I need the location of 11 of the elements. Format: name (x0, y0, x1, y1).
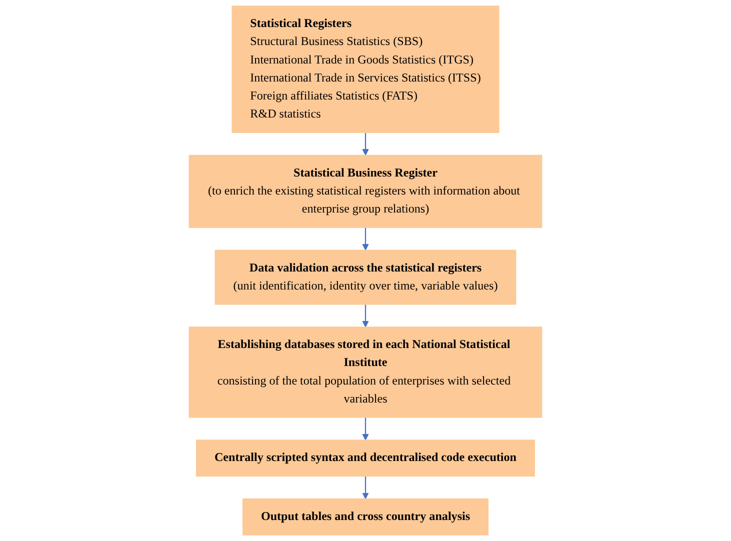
node-box: Statistical Business Register (to enrich the existing statistical registers with information about enterprise group relations) (188, 154, 542, 228)
arrow (362, 417, 369, 440)
arrow (362, 476, 369, 500)
node-box: Statistical Registers Structural Business Statistics (SBS) International Trade in Goods Statistics (ITGS) International Trade in Services Statistics (ITSS) Foreign affiliates Statistics (FATS) R&D statistics (232, 6, 500, 133)
arrow (362, 228, 369, 250)
node-box: Output tables and cross country analysis (242, 498, 489, 536)
node-box: Establishing databases stored in each National Statistical Institute consisting of the total population of enterprises with selected variables (188, 326, 542, 418)
node-box: Centrally scripted syntax and decentralised code execution (196, 440, 535, 477)
node-box: Data validation across the statistical registers (unit identification, identity over time, variable values) (214, 250, 516, 305)
arrow (362, 132, 369, 156)
arrow (362, 304, 369, 328)
